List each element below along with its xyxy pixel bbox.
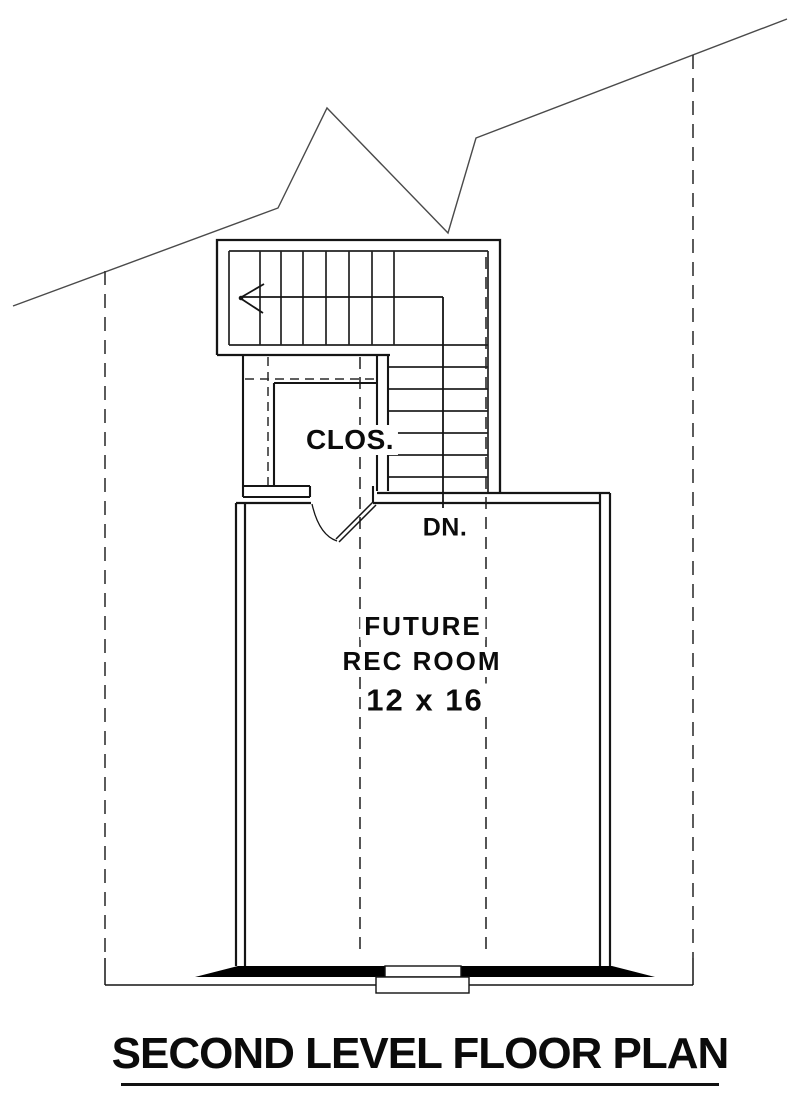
closet-dashed-lines xyxy=(245,357,376,489)
stair-treads-lower xyxy=(388,366,488,478)
stair-direction-arrow xyxy=(238,283,444,508)
closet-door xyxy=(311,501,377,543)
closet-walls xyxy=(241,355,390,503)
down-label: DN. xyxy=(418,514,472,542)
plan-title: SECOND LEVEL FLOOR PLAN xyxy=(111,1029,730,1078)
entry-step xyxy=(375,976,470,994)
rec-room-walls xyxy=(234,491,612,966)
room-name-line2: REC ROOM xyxy=(338,647,506,675)
stair-treads-upper xyxy=(228,250,489,493)
room-dimensions: 12 x 16 xyxy=(362,683,488,717)
roof-outline xyxy=(12,18,788,307)
deck-band-gap xyxy=(384,965,462,978)
title-underline xyxy=(121,1083,719,1086)
room-name-line1: FUTURE xyxy=(360,612,486,640)
closet-label: CLOS. xyxy=(301,425,399,455)
deck-band xyxy=(195,966,655,977)
eave-lines xyxy=(104,958,694,986)
stair-block-walls xyxy=(215,238,502,493)
